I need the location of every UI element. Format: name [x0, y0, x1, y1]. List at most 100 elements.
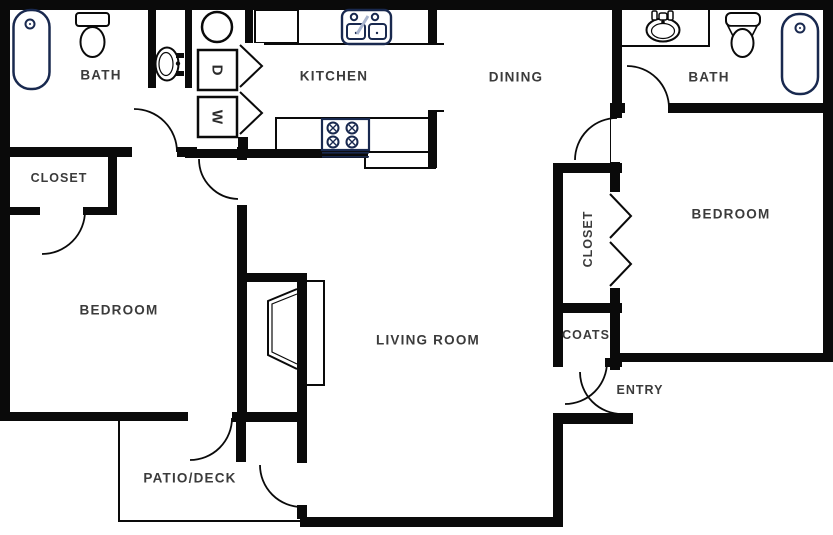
- wall-patio-stub: [236, 412, 246, 462]
- wall-closet-right-north: [553, 163, 622, 173]
- label-bath-left: BATH: [80, 67, 122, 83]
- wall-bedroom-left-south-a: [0, 412, 188, 421]
- kitchen-sink: [340, 8, 393, 46]
- wall-exterior-right: [823, 0, 833, 362]
- wall-bath-left-south-a: [0, 147, 132, 157]
- label-patio-deck: PATIO/DECK: [143, 470, 237, 486]
- vanity-right-edge: [617, 45, 710, 47]
- wall-vanity-left-east: [185, 0, 192, 88]
- door-gaps: [40, 43, 668, 505]
- bifold-closet-right-lower: [609, 241, 633, 287]
- label-dryer: D: [208, 64, 226, 76]
- toilet-right: [725, 12, 761, 58]
- door-gap-patio-bedroom: [188, 411, 232, 422]
- bifold-doors: [239, 44, 633, 287]
- wall-bedroom-left-east-upper: [237, 147, 247, 160]
- fireplace-hearth: [304, 280, 325, 386]
- door-gap-coats: [563, 357, 605, 368]
- label-entry: ENTRY: [616, 383, 664, 397]
- label-bedroom-right: BEDROOM: [691, 206, 771, 222]
- wall-dining-east: [612, 0, 622, 118]
- door-arc-bedroom-left: [198, 158, 239, 200]
- vanity-sink-right: [645, 10, 681, 43]
- dryer: [196, 48, 239, 92]
- door-arc-entry: [579, 371, 623, 415]
- water-heater: [200, 10, 234, 44]
- bathtub-left: [12, 8, 51, 91]
- door-gap-closet-left: [40, 206, 83, 216]
- wall-closet-left-east: [108, 147, 117, 215]
- refrigerator: [254, 9, 299, 44]
- door-gap-bifold-utility: [238, 43, 264, 137]
- bifold-utility-lower: [239, 91, 264, 135]
- bifold-closet-right-upper: [609, 193, 633, 239]
- door-arc-bedroom-right: [574, 117, 618, 161]
- door-gap-patio-living: [296, 463, 308, 505]
- opening-cap-upper: [437, 43, 444, 45]
- wall-closet-right-west: [553, 163, 563, 367]
- door-arc-bath-right: [626, 65, 670, 109]
- door-gap-bifold-closet-right: [608, 192, 634, 288]
- vanity-right-end: [708, 10, 710, 47]
- label-coats: COATS: [562, 328, 610, 342]
- label-bath-right: BATH: [688, 69, 730, 85]
- label-closet-right: CLOSET: [581, 210, 595, 268]
- door-arc-coats: [564, 361, 608, 405]
- door-arc-bath-left: [133, 108, 178, 153]
- patio-edge-south: [118, 520, 304, 522]
- door-arc-patio-bedroom: [189, 417, 233, 461]
- fireplace: [267, 288, 298, 370]
- wall-utility-east-lower: [238, 137, 248, 149]
- label-dining: DINING: [488, 69, 544, 85]
- door-gap-bath-right: [625, 102, 668, 114]
- door-gap-bath-left: [132, 146, 177, 158]
- wall-coats-south-b: [605, 358, 622, 367]
- label-kitchen: KITCHEN: [299, 68, 369, 84]
- bathtub-right: [780, 12, 820, 96]
- wall-bedroom-left-south-b: [232, 412, 307, 422]
- wall-fireplace-north: [243, 273, 305, 282]
- opening-cap-lower: [437, 110, 444, 112]
- wall-closet-left-south-a: [0, 207, 40, 215]
- bifold-utility-upper: [239, 44, 264, 88]
- door-arc-closet-left: [41, 210, 86, 255]
- door-gap-entry: [609, 370, 623, 413]
- wall-bath-left-partition: [148, 0, 156, 88]
- washer: [196, 95, 239, 139]
- sink-left: [154, 46, 184, 82]
- label-washer: W: [208, 109, 226, 125]
- wall-living-west-mid: [297, 422, 307, 463]
- wall-bath-right-south-a: [610, 103, 625, 113]
- wall-coats-south-a: [553, 358, 563, 367]
- wall-kitchen-divider-lower: [428, 110, 437, 168]
- wall-living-west-lower: [297, 505, 307, 519]
- wall-coats-north: [553, 303, 622, 313]
- wall-living-east: [553, 417, 563, 527]
- kitchen-peninsula: [364, 151, 436, 169]
- wall-living-south: [300, 517, 563, 527]
- door-gap-bedroom-left: [236, 160, 248, 205]
- wall-exterior-top: [0, 0, 833, 10]
- toilet-left: [75, 12, 110, 58]
- label-bedroom-left: BEDROOM: [79, 302, 159, 318]
- wall-living-west-upper: [297, 273, 307, 422]
- patio-edge-west: [118, 415, 120, 522]
- wall-bath-right-south-b: [668, 103, 833, 113]
- wall-utility-east-upper: [245, 0, 253, 43]
- door-arc-patio-living: [259, 464, 303, 508]
- wall-bedroom-right-south: [615, 353, 833, 362]
- wall-kitchen-divider-upper: [428, 0, 437, 45]
- wall-closet-left-south-b: [83, 207, 117, 215]
- stove: [320, 117, 371, 158]
- wall-entry-south: [553, 413, 633, 424]
- door-arcs: [41, 65, 670, 508]
- kitchen-counter-low-end: [275, 117, 277, 151]
- kitchen-counter-top-edge: [253, 43, 435, 45]
- wall-bedroom-right-west-lower: [610, 288, 620, 362]
- door-gap-bedroom-right: [611, 118, 623, 162]
- label-living-room: LIVING ROOM: [376, 332, 480, 348]
- label-closet-left: CLOSET: [30, 171, 88, 185]
